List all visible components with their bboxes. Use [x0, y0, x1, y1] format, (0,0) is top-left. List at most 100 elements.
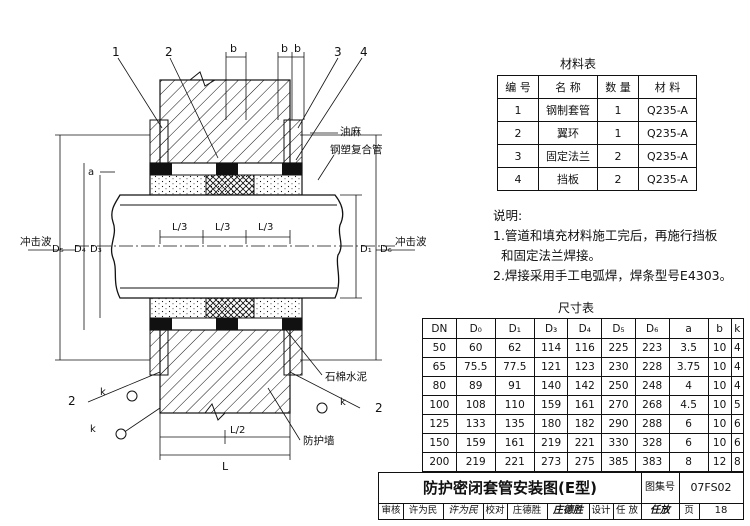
label-1: 1 [112, 45, 120, 59]
table-cell: 10 [707, 414, 732, 434]
table-cell: 8 [730, 452, 745, 472]
dimensions-header-cell: D₃ [533, 318, 569, 339]
label-shock-wave-right: 冲击波 [395, 235, 427, 248]
table-cell: 140 [533, 376, 569, 396]
table-cell: 230 [601, 357, 636, 377]
design-signature: 任放 [641, 503, 680, 519]
table-cell: 290 [601, 414, 636, 434]
table-cell: 268 [634, 395, 670, 415]
table-cell: 10 [707, 376, 732, 396]
table-cell: 6 [730, 414, 745, 434]
table-cell: Q235-A [638, 167, 697, 191]
table-cell: 219 [455, 452, 496, 472]
materials-table: 编 号 名 称 数 量 材 料 1 钢制套管 1 Q235-A 2 翼环 1 Q… [497, 75, 697, 191]
vertical-dimensions [55, 134, 382, 361]
label-oil-hemp: 油麻 [340, 125, 361, 138]
label-l2: L/2 [230, 425, 245, 436]
dimensions-table: DN D₀ D₁ D₃ D₄ D₅ D₆ a b k 50 60 62 114 … [422, 318, 745, 472]
label-shock-wave-left: 冲击波 [20, 235, 52, 248]
steel-plastic-pipe [75, 194, 395, 299]
page-label: 页 [679, 503, 700, 519]
table-cell: 80 [422, 376, 457, 396]
dimensions-header-cell: DN [422, 318, 457, 339]
label-k-2: k [340, 397, 346, 408]
label-d3: D₃ [90, 244, 102, 255]
table-cell: 翼环 [538, 121, 598, 145]
table-cell: 161 [494, 433, 535, 453]
table-cell: 91 [494, 376, 535, 396]
dimensions-header-cell: D₅ [601, 318, 636, 339]
table-cell: 225 [601, 338, 636, 358]
table-row: 80 89 91 140 142 250 248 4 10 4 [422, 376, 745, 396]
table-cell: 钢制套管 [538, 98, 598, 122]
label-callout-2-right: 2 [375, 401, 383, 415]
table-cell: 135 [494, 414, 535, 434]
table-cell: 123 [567, 357, 603, 377]
table-cell: 385 [601, 452, 636, 472]
table-row: 125 133 135 180 182 290 288 6 10 6 [422, 414, 745, 434]
label-b-2: b [281, 42, 288, 55]
design-name: 任 放 [613, 503, 642, 519]
table-cell: 110 [494, 395, 535, 415]
label-l3-b: L/3 [215, 222, 230, 233]
table-cell: 180 [533, 414, 569, 434]
label-2: 2 [165, 45, 173, 59]
table-cell: 159 [533, 395, 569, 415]
dimensions-header-row: DN D₀ D₁ D₃ D₄ D₅ D₆ a b k [422, 318, 745, 339]
table-cell: 10 [707, 433, 732, 453]
callout-circle-right [316, 402, 328, 414]
table-row: 65 75.5 77.5 121 123 230 228 3.75 10 4 [422, 357, 745, 377]
table-cell: 3.75 [668, 357, 709, 377]
table-cell: 1 [597, 121, 639, 145]
label-d6: D₆ [380, 244, 392, 255]
notes: 说明: 1.管道和填充材料施工完后，再施行挡板 和固定法兰焊接。 2.焊接采用手… [493, 206, 743, 286]
table-cell: 275 [567, 452, 603, 472]
table-cell: 328 [634, 433, 670, 453]
table-cell: 221 [567, 433, 603, 453]
label-callout-2-left: 2 [68, 394, 76, 408]
label-4: 4 [360, 45, 368, 59]
materials-header-cell: 材 料 [638, 75, 697, 99]
review-signature: 许为民 [443, 503, 484, 519]
label-asbestos-cement: 石棉水泥 [325, 370, 367, 383]
table-cell: 273 [533, 452, 569, 472]
table-row: 50 60 62 114 116 225 223 3.5 10 4 [422, 338, 745, 358]
drawing-title: 防护密闭套管安装图(E型) [379, 473, 642, 504]
table-cell: 77.5 [494, 357, 535, 377]
wall-break-top [189, 71, 216, 87]
table-row: 200 219 221 273 275 385 383 8 12 8 [422, 452, 745, 472]
table-cell: 6 [668, 414, 709, 434]
dimensions-header-cell: D₁ [494, 318, 535, 339]
table-cell: 8 [668, 452, 709, 472]
table-cell: 75.5 [455, 357, 496, 377]
label-d5: D₅ [52, 244, 64, 255]
table-cell: 5 [730, 395, 745, 415]
leader-lines [28, 57, 415, 441]
table-cell: 200 [422, 452, 457, 472]
callout-circle-left-1 [126, 390, 138, 402]
dimensions-header-cell: D₄ [567, 318, 603, 339]
table-cell: 125 [422, 414, 457, 434]
table-cell: 65 [422, 357, 457, 377]
label-b-3: b [294, 42, 301, 55]
table-cell: 89 [455, 376, 496, 396]
table-cell: 3.5 [668, 338, 709, 358]
label-l3-c: L/3 [258, 222, 273, 233]
table-cell: Q235-A [638, 98, 697, 122]
table-row: 4 挡板 2 Q235-A [497, 167, 697, 191]
table-cell: 4 [730, 357, 745, 377]
table-cell: Q235-A [638, 144, 697, 168]
table-cell: 150 [422, 433, 457, 453]
table-cell: 2 [597, 144, 639, 168]
table-cell: 60 [455, 338, 496, 358]
check-name: 庄德胜 [507, 503, 548, 519]
table-cell: 10 [707, 357, 732, 377]
horizontal-dimensions [159, 52, 305, 460]
wall-break-bottom [204, 402, 226, 421]
table-cell: 114 [533, 338, 569, 358]
atlas-number: 07FS02 [679, 473, 743, 504]
table-cell: 50 [422, 338, 457, 358]
table-cell: 270 [601, 395, 636, 415]
note-line: 2.焊接采用手工电弧焊，焊条型号E4303。 [493, 268, 733, 283]
table-cell: Q235-A [638, 121, 697, 145]
